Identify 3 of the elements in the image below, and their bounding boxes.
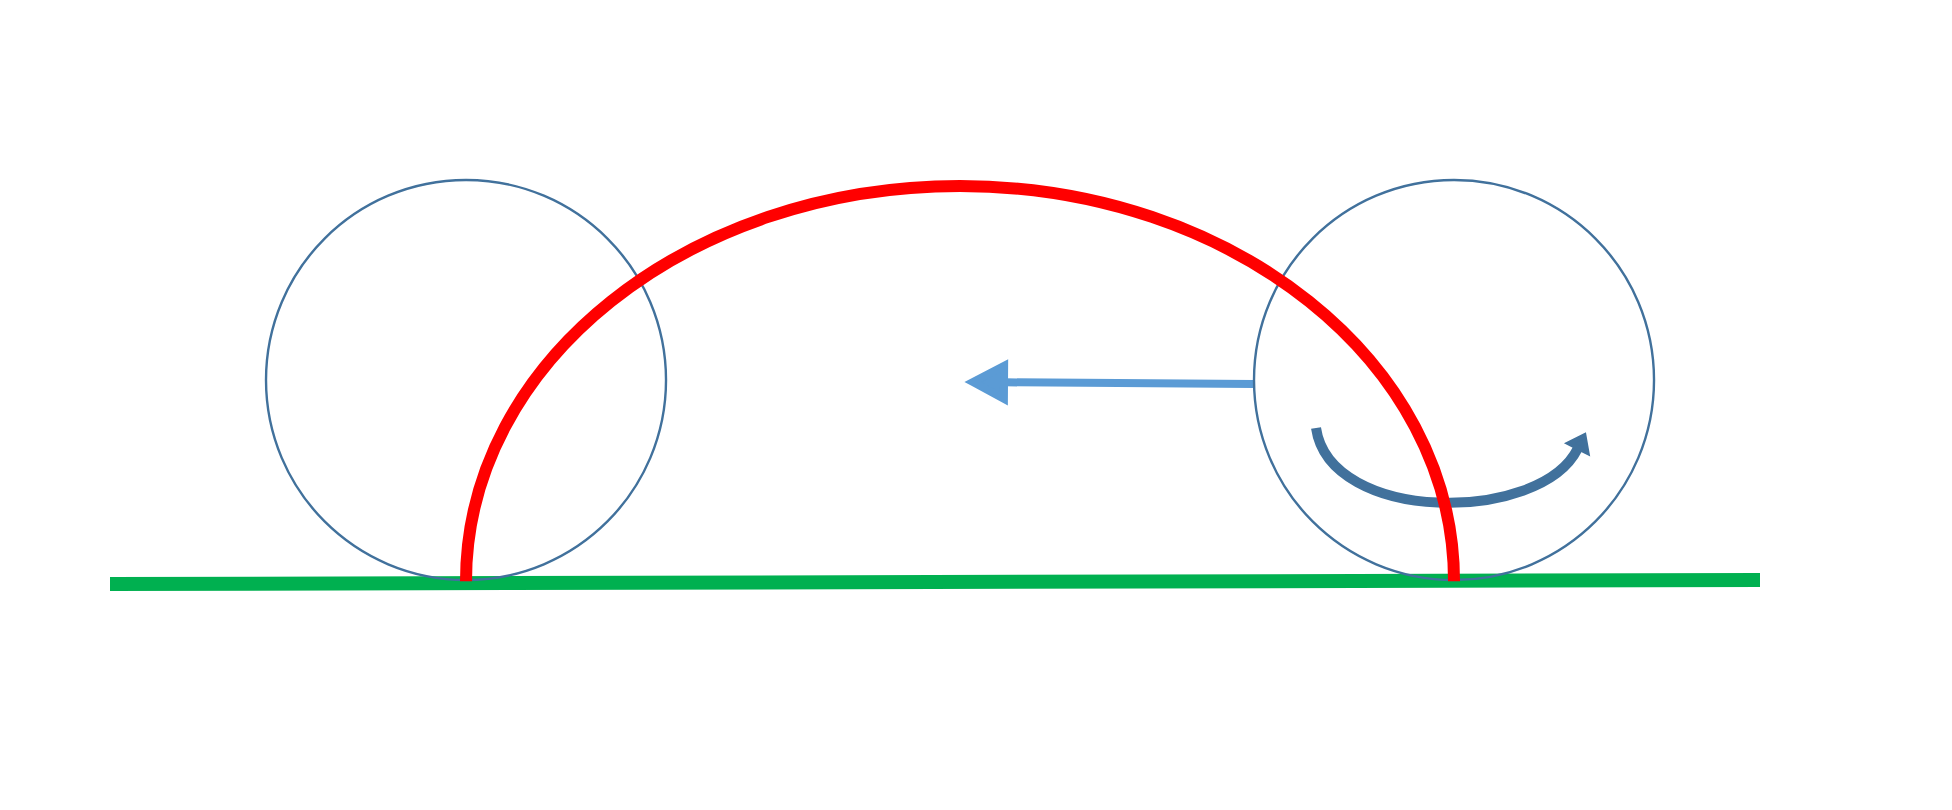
- wheel-circle: [264, 178, 668, 582]
- trajectory-curve: [460, 180, 1460, 582]
- wheel-circle: [1252, 178, 1656, 582]
